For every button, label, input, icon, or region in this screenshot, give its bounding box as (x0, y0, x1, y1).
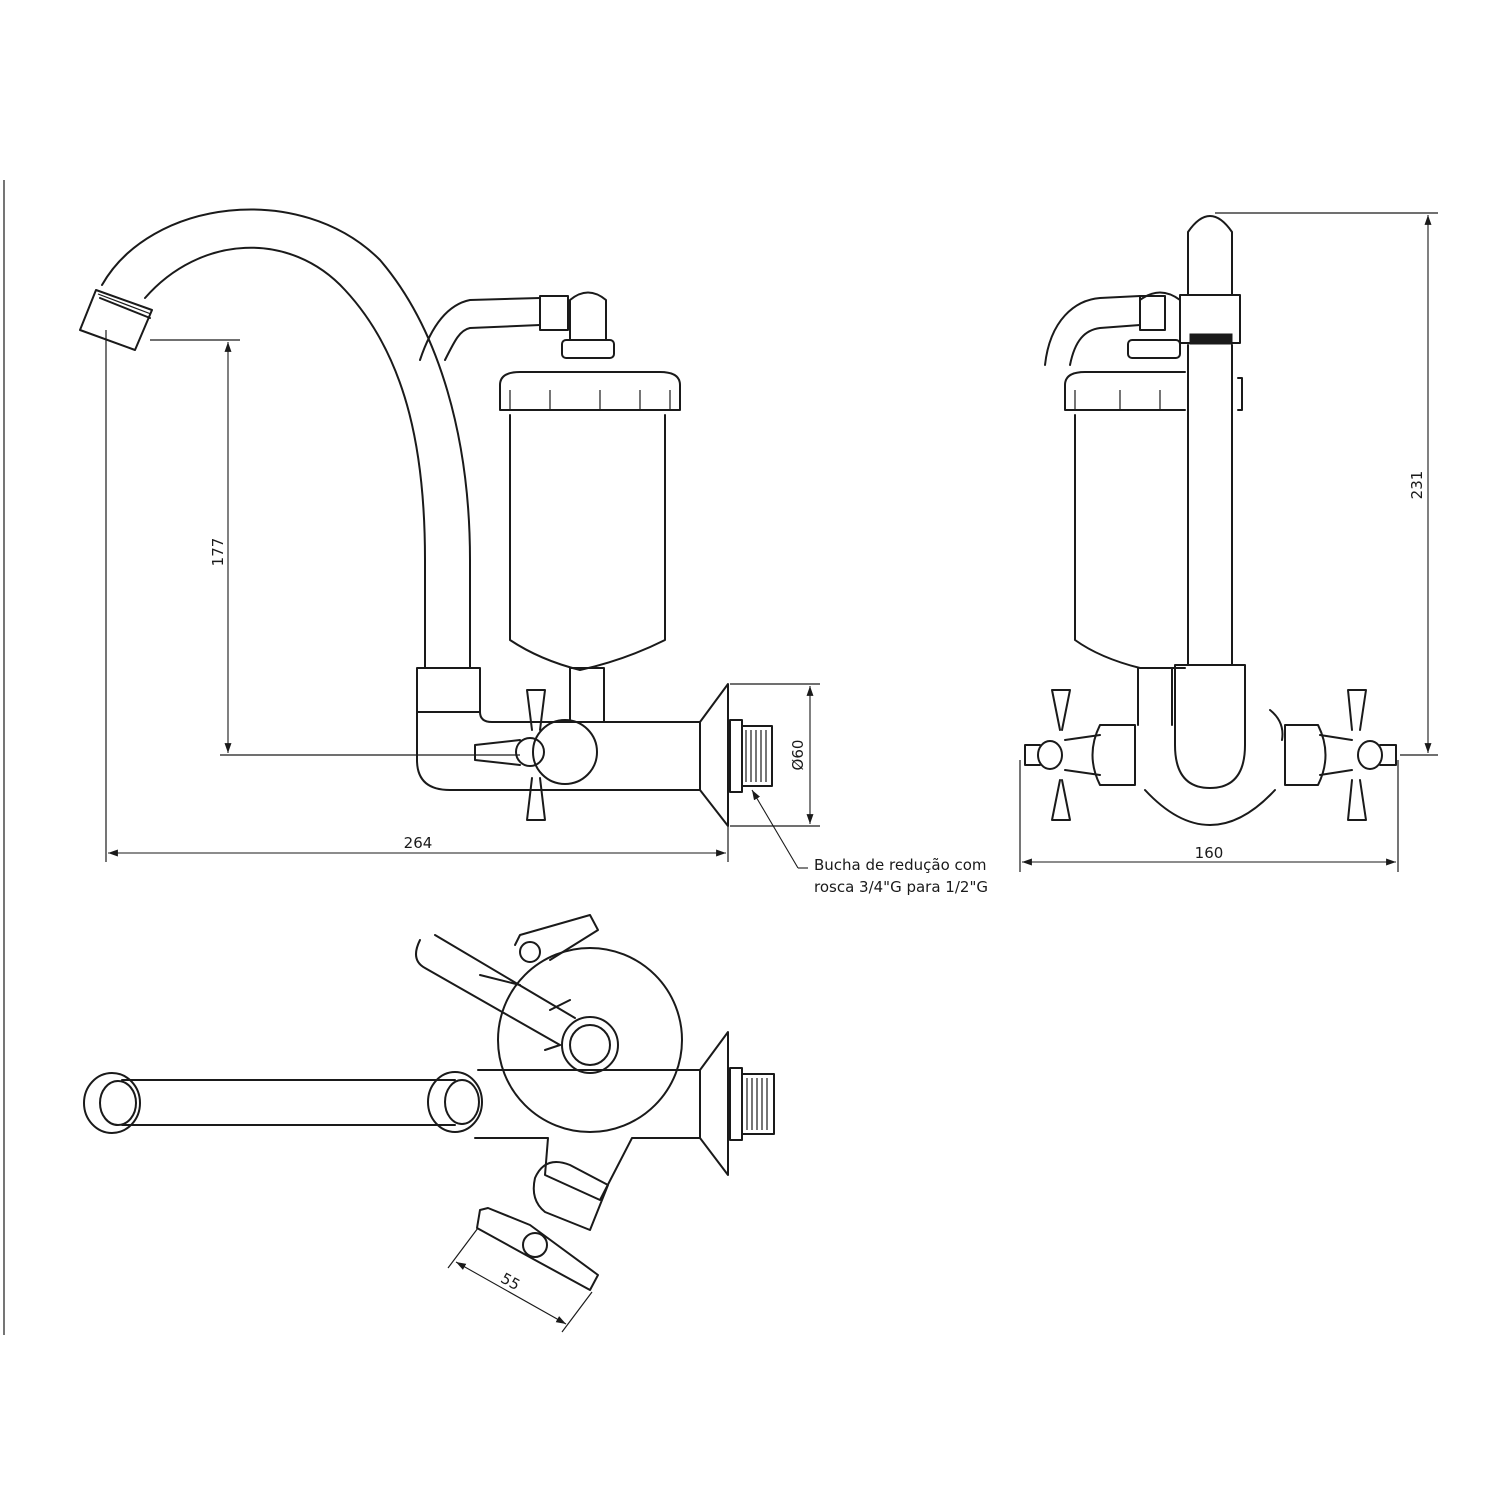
valve-body (416, 667, 773, 827)
right-cross-handle (1319, 689, 1397, 821)
cross-handle (474, 689, 546, 821)
dimension-160: 160 (1019, 760, 1399, 872)
spout-tube-inner (144, 246, 426, 669)
note-line-2: rosca 3/4"G para 1/2"G (814, 878, 988, 896)
top-cross-handle-upper (479, 914, 599, 986)
spout-tube-front (1187, 215, 1233, 296)
top-cross-handle-lower (476, 1161, 609, 1291)
filter-stem (569, 667, 605, 723)
filter-canister (509, 414, 666, 671)
flange-top (699, 1031, 729, 1176)
side-view: 177 264 Ø60 Bucha de redução com rosca 3… (79, 208, 988, 896)
dimension-label-264: 264 (404, 834, 433, 852)
aerator-nozzle (79, 289, 153, 351)
filter-arm (419, 297, 541, 361)
dimension-label-160: 160 (1195, 844, 1224, 862)
left-cross-handle (1024, 689, 1101, 821)
spout-top (83, 1071, 483, 1134)
top-view: 55 (83, 914, 775, 1333)
filter-knob (569, 291, 607, 341)
spout-tube (101, 208, 471, 669)
threaded-bushing-top (729, 1067, 775, 1141)
dimension-label-diameter: Ø60 (789, 740, 807, 771)
dimension-177: 177 (150, 339, 520, 756)
dimension-label-231: 231 (1408, 471, 1426, 500)
dimension-label-177: 177 (209, 538, 227, 567)
body-top (474, 1069, 701, 1201)
wall-plate (1144, 789, 1276, 826)
wall-plate-top (497, 947, 683, 1133)
threaded-bushing (729, 719, 773, 793)
filter-canister-front (1074, 414, 1186, 669)
dimension-label-55: 55 (498, 1269, 523, 1294)
front-view: 160 231 (1019, 212, 1438, 872)
dimension-diameter-60: Ø60 (730, 683, 820, 827)
valve-bonnet (532, 719, 598, 785)
wall-flange (699, 683, 729, 827)
dimension-264: 264 (105, 330, 729, 862)
note-leader (751, 789, 808, 869)
dimension-231: 231 (1215, 212, 1438, 756)
note-line-1: Bucha de redução com (814, 856, 987, 874)
water-filter (419, 291, 681, 671)
